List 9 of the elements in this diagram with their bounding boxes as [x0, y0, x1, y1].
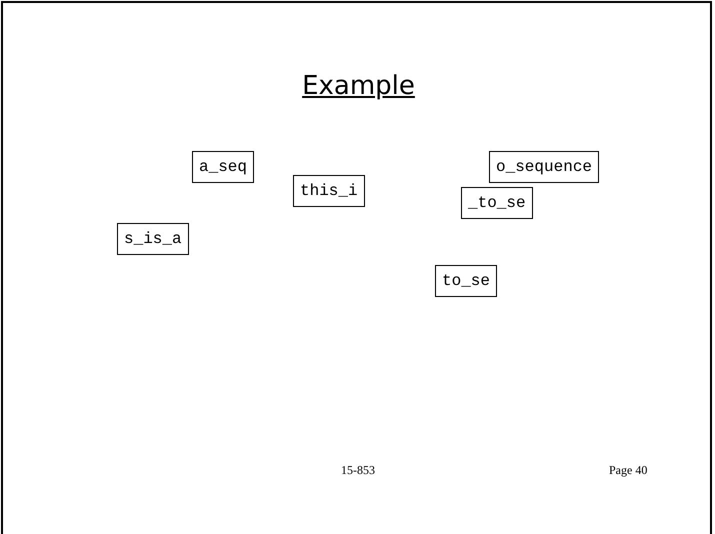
page-number: Page 40 [609, 463, 648, 478]
text-fragment-box: this_i [293, 175, 365, 207]
text-fragment-box: to_se [435, 265, 498, 297]
text-fragment-box: a_seq [192, 151, 254, 183]
text-fragment-box: _to_se [461, 187, 533, 219]
slide-title: Example [302, 71, 415, 101]
footer-course-number: 15-853 [341, 463, 375, 478]
text-fragment-box: o_sequence [489, 151, 600, 183]
text-fragment-box: s_is_a [117, 223, 189, 255]
